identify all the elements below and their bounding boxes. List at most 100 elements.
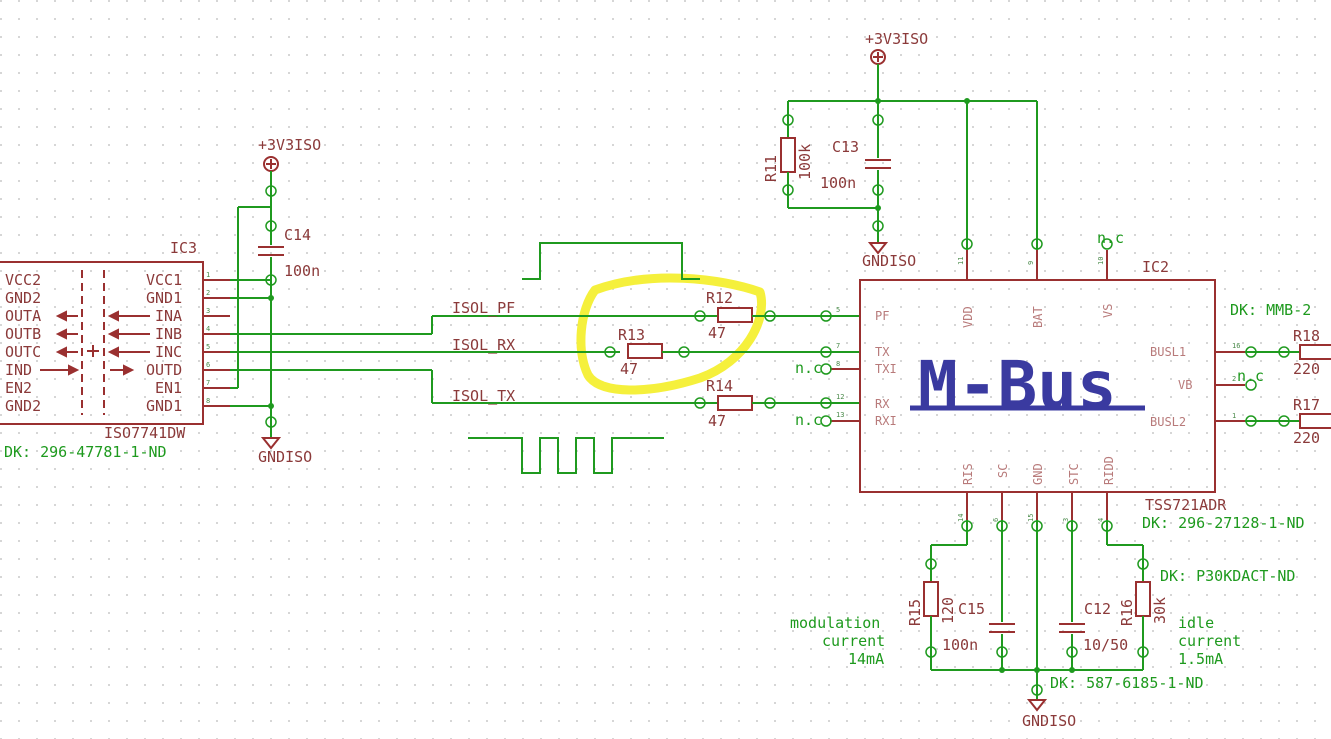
c12-value: 10/50	[1083, 636, 1128, 654]
supply-label-left: +3V3ISO	[258, 136, 321, 154]
svg-text:TX: TX	[875, 345, 890, 359]
svg-text:8: 8	[206, 397, 210, 405]
svg-text:4: 4	[206, 325, 210, 333]
ic3-pin-gnd1b: GND1	[146, 397, 182, 415]
svg-text:6: 6	[206, 361, 210, 369]
svg-text:3: 3	[1062, 518, 1070, 522]
c12-name: C12	[1084, 600, 1111, 618]
c13-value: 100n	[820, 174, 856, 192]
svg-text:VB: VB	[1178, 378, 1192, 392]
ic3-dk: DK: 296-47781-1-ND	[4, 443, 167, 461]
ic3-pin-inc: INC	[155, 343, 182, 361]
svg-text:VDD: VDD	[961, 306, 975, 328]
svg-text:4: 4	[1097, 518, 1105, 522]
svg-text:11: 11	[957, 257, 965, 265]
ground-label-top: GNDISO	[862, 252, 916, 270]
ic3-part: ISO7741DW	[104, 424, 186, 442]
c13-name: C13	[832, 138, 859, 156]
annotation-mod-1: modulation	[790, 614, 880, 632]
ic2-dk: DK: 296-27128-1-ND	[1142, 514, 1305, 532]
ground-top-icon	[867, 242, 889, 255]
nc-txi: n.c	[795, 359, 822, 377]
ic3-pin-vcc1: VCC1	[146, 271, 182, 289]
ic3-pin-gnd2: GND2	[5, 289, 41, 307]
svg-text:14: 14	[957, 514, 965, 522]
r15-body	[923, 581, 939, 617]
ic3-pin-stubs	[203, 279, 230, 407]
svg-text:RIS: RIS	[961, 463, 975, 485]
svg-text:GND: GND	[1031, 463, 1045, 485]
ic3-pin-inb: INB	[155, 325, 182, 343]
svg-text:10: 10	[1097, 257, 1105, 265]
svg-text:15: 15	[1027, 514, 1035, 522]
ground-bottom-icon	[1026, 699, 1048, 712]
series-resistors: R12 47 R13 47 R14 47	[618, 289, 860, 430]
nc-vs: n.c	[1097, 229, 1124, 247]
svg-text:7: 7	[206, 379, 210, 387]
ic3-pin-ind: IND	[5, 361, 32, 379]
annotation-idle-1: idle	[1178, 614, 1214, 632]
annotation-mod-3: 14mA	[848, 650, 884, 668]
ic3-pin-gnd2b: GND2	[5, 397, 41, 415]
svg-text:STC: STC	[1067, 463, 1081, 485]
ground-left-icon	[260, 437, 282, 450]
pf-waveform	[522, 242, 700, 280]
svg-text:9: 9	[1027, 261, 1035, 265]
ic3-pin-outb: OUTB	[5, 325, 41, 343]
net-label-isol-rx: ISOL_RX	[452, 336, 515, 354]
ic3-isolator: IC3 ISO7741DW DK: 296-47781-1-ND VCC2 GN…	[0, 239, 230, 461]
ic3-pin-ina: INA	[155, 307, 182, 325]
r11-value: 100k	[796, 144, 814, 180]
svg-text:BUSL1: BUSL1	[1150, 345, 1186, 359]
svg-text:8: 8	[836, 360, 840, 368]
svg-text:RIDD: RIDD	[1102, 456, 1116, 485]
r11-body	[780, 137, 796, 173]
r16-value: 30k	[1151, 597, 1169, 624]
c15-name: C15	[958, 600, 985, 618]
svg-text:13: 13	[836, 411, 844, 419]
svg-text:5: 5	[206, 343, 210, 351]
annotation-idle-3: 1.5mA	[1178, 650, 1223, 668]
annotation-idle-2: current	[1178, 632, 1241, 650]
svg-text:1: 1	[206, 271, 210, 279]
tx-waveform	[468, 437, 664, 474]
ic2-mbus-transceiver: IC2 TSS721ADR DK: 296-27128-1-ND M-Bus P…	[795, 229, 1311, 532]
net-label-isol-pf: ISOL_PF	[452, 299, 515, 317]
top-supply-section: +3V3ISO R11 100k C13 100n GNDISO	[762, 30, 1038, 270]
r16-name: R16	[1118, 599, 1136, 626]
annotation-mod-2: current	[822, 632, 885, 650]
r16-body	[1135, 581, 1151, 617]
svg-text:2: 2	[1232, 375, 1236, 383]
ground-label-left: GNDISO	[258, 448, 312, 466]
net-label-isol-tx: ISOL_TX	[452, 387, 515, 405]
signal-nets: ISOL_PF ISOL_RX ISOL_TX	[230, 242, 718, 474]
svg-text:RXI: RXI	[875, 414, 897, 428]
r18-name: R18	[1293, 327, 1320, 345]
svg-text:5: 5	[836, 306, 840, 314]
ic2-part: TSS721ADR	[1145, 496, 1227, 514]
annotation-mmb: DK: MMB-2	[1230, 301, 1311, 319]
r13-name: R13	[618, 326, 645, 344]
r12-value: 47	[708, 324, 726, 342]
nc-vb: n.c	[1237, 367, 1264, 385]
r14-value: 47	[708, 412, 726, 430]
svg-text:16: 16	[1232, 342, 1240, 350]
svg-text:12: 12	[836, 393, 844, 401]
ic3-pin-en2: EN2	[5, 379, 32, 397]
r15-name: R15	[906, 599, 924, 626]
r14-body	[717, 395, 753, 411]
ic3-pin-outa: OUTA	[5, 307, 41, 325]
svg-text:VS: VS	[1101, 304, 1115, 318]
ic3-pin-en1: EN1	[155, 379, 182, 397]
r17-body	[1299, 413, 1331, 429]
pin-markers	[265, 114, 1290, 696]
r12-body	[717, 307, 753, 323]
ic3-pin-vcc2: VCC2	[5, 271, 41, 289]
c15-value: 100n	[942, 636, 978, 654]
ic3-pin-gnd1: GND1	[146, 289, 182, 307]
svg-text:BUSL2: BUSL2	[1150, 415, 1186, 429]
r17-name: R17	[1293, 396, 1320, 414]
svg-text:TXI: TXI	[875, 362, 897, 376]
svg-text:7: 7	[836, 342, 840, 350]
